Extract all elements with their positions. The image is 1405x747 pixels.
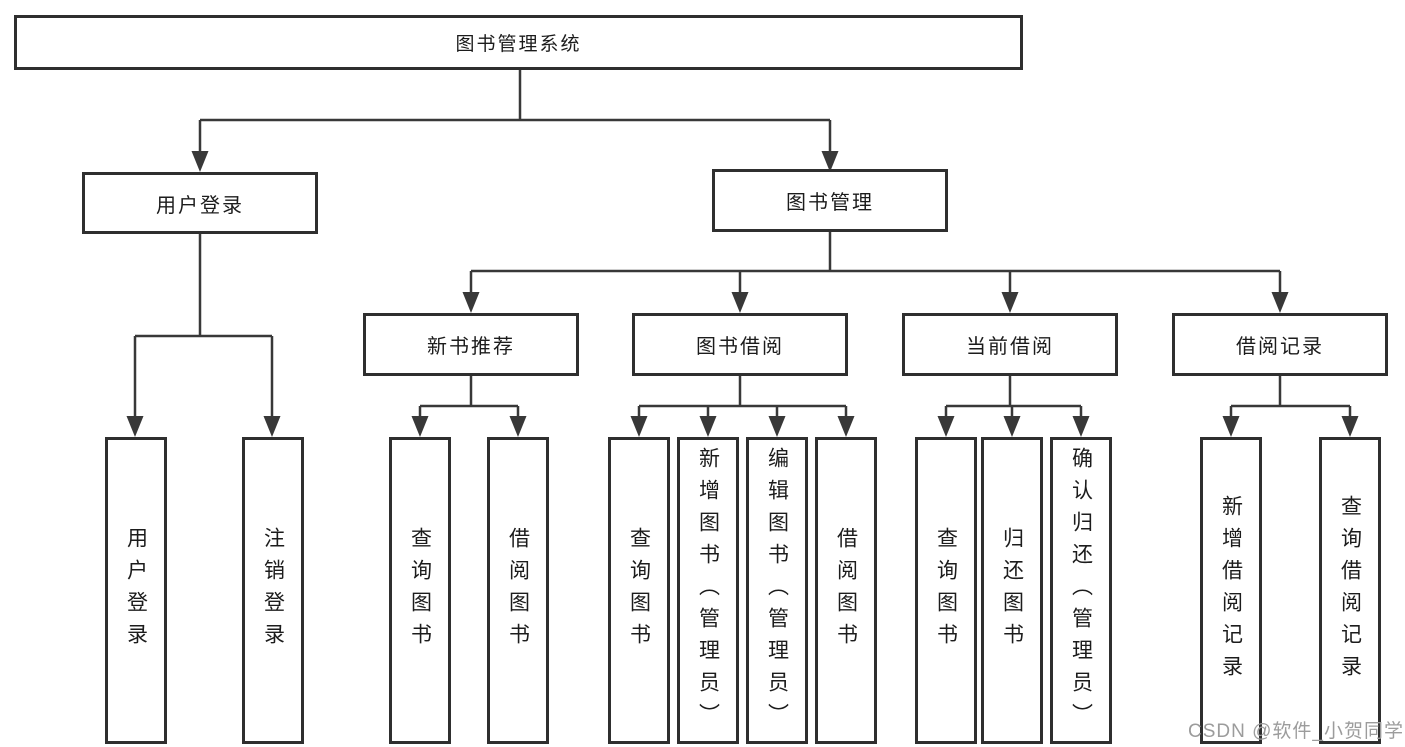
node-label: 查询图书 [627,526,651,655]
node-book-management: 图书管理 [712,169,948,232]
node-query-borrow-record: 查询借阅记录 [1319,437,1381,744]
node-label: 图书管理系统 [455,34,582,55]
node-label: 编辑图书（管理员） [765,446,789,735]
arrow-down-icon [937,416,955,437]
arrow-down-icon [1072,416,1090,437]
node-add-borrow-record: 新增借阅记录 [1200,437,1262,744]
arrow-down-icon [191,151,209,172]
node-edit-books-admin: 编辑图书（管理员） [746,437,808,744]
node-label: 用户登录 [124,526,148,655]
node-confirm-return-admin: 确认归还（管理员） [1050,437,1112,744]
arrow-down-icon [1341,416,1359,437]
node-label: 新增图书（管理员） [696,446,720,735]
node-label: 注销登录 [261,526,285,655]
node-borrow-books: 借阅图书 [487,437,549,744]
arrow-down-icon [1222,416,1240,437]
arrow-down-icon [630,416,648,437]
csdn-watermark: CSDN @软件_小贺同学 [1188,721,1404,742]
node-logout: 注销登录 [242,437,304,744]
node-label: 新增借阅记录 [1219,494,1243,687]
node-borrowing-records: 借阅记录 [1172,313,1388,376]
node-label: 图书管理 [786,192,874,214]
node-add-books-admin: 新增图书（管理员） [677,437,739,744]
arrow-down-icon [731,292,749,313]
node-borrow-books: 借阅图书 [815,437,877,744]
node-label: 查询图书 [408,526,432,655]
node-return-books: 归还图书 [981,437,1043,744]
node-label: 查询借阅记录 [1338,494,1362,687]
node-query-books: 查询图书 [608,437,670,744]
arrow-down-icon [263,416,281,437]
arrow-down-icon [837,416,855,437]
arrow-down-icon [462,292,480,313]
arrow-down-icon [1271,292,1289,313]
node-label: 新书推荐 [427,336,515,358]
node-library-system: 图书管理系统 [14,15,1023,70]
node-query-books: 查询图书 [389,437,451,744]
arrow-down-icon [699,416,717,437]
arrow-down-icon [821,151,839,172]
node-label: 图书借阅 [696,336,784,358]
arrow-down-icon [411,416,429,437]
node-query-books: 查询图书 [915,437,977,744]
node-book-borrowing: 图书借阅 [632,313,848,376]
node-user-login-branch: 用户登录 [82,172,318,234]
node-label: 借阅记录 [1236,336,1324,358]
node-label: 确认归还（管理员） [1069,446,1093,735]
arrow-down-icon [1003,416,1021,437]
node-label: 当前借阅 [966,336,1054,358]
arrowheads [126,151,1359,437]
node-user-login: 用户登录 [105,437,167,744]
node-label: 归还图书 [1000,526,1024,655]
connector-path [133,70,1352,420]
arrow-down-icon [768,416,786,437]
arrow-down-icon [1001,292,1019,313]
node-new-book-recommend: 新书推荐 [363,313,579,376]
node-label: 借阅图书 [506,526,530,655]
arrow-down-icon [509,416,527,437]
node-current-borrowing: 当前借阅 [902,313,1118,376]
node-label: 借阅图书 [834,526,858,655]
arrow-down-icon [126,416,144,437]
node-label: 用户登录 [156,194,244,217]
node-label: 查询图书 [934,526,958,655]
